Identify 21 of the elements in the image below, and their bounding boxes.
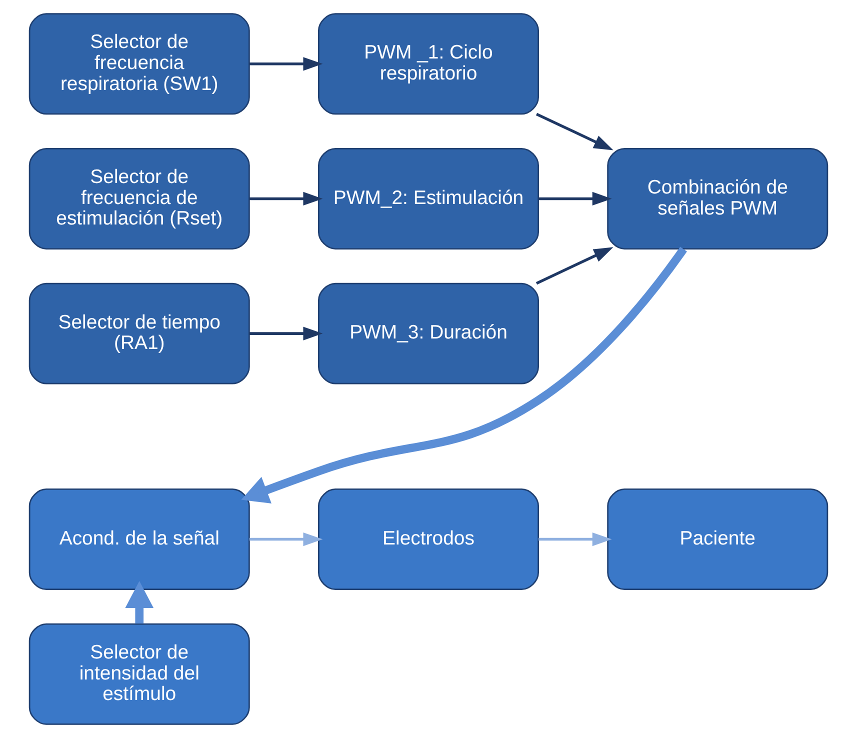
arrow xyxy=(248,326,322,340)
arrow xyxy=(240,246,686,504)
arrow xyxy=(535,247,613,285)
node-box: Acond. de la señal xyxy=(28,488,250,590)
arrow xyxy=(248,57,322,71)
node-box: PWM _1: Ciclo respiratorio xyxy=(318,13,539,115)
node-box: Paciente xyxy=(606,488,828,590)
node-box: Selector de intensidad del estímulo xyxy=(28,623,250,725)
arrow xyxy=(535,112,613,150)
arrow xyxy=(248,192,322,206)
node-box: Selector de tiempo (RA1) xyxy=(28,282,250,384)
node-box: PWM_2: Estimulación xyxy=(318,148,539,250)
node-box: Combinación de señales PWM xyxy=(606,148,828,250)
arrow xyxy=(124,581,154,624)
node-box: Selector de frecuencia de estimulación (Rset) xyxy=(28,148,250,250)
node-box: Electrodos xyxy=(318,488,539,590)
arrow xyxy=(538,192,612,206)
arrow xyxy=(248,532,322,546)
node-box: Selector de frecuencia respiratoria (SW1) xyxy=(28,13,250,115)
arrow xyxy=(538,532,612,546)
node-box: PWM_3: Duración xyxy=(318,282,539,384)
